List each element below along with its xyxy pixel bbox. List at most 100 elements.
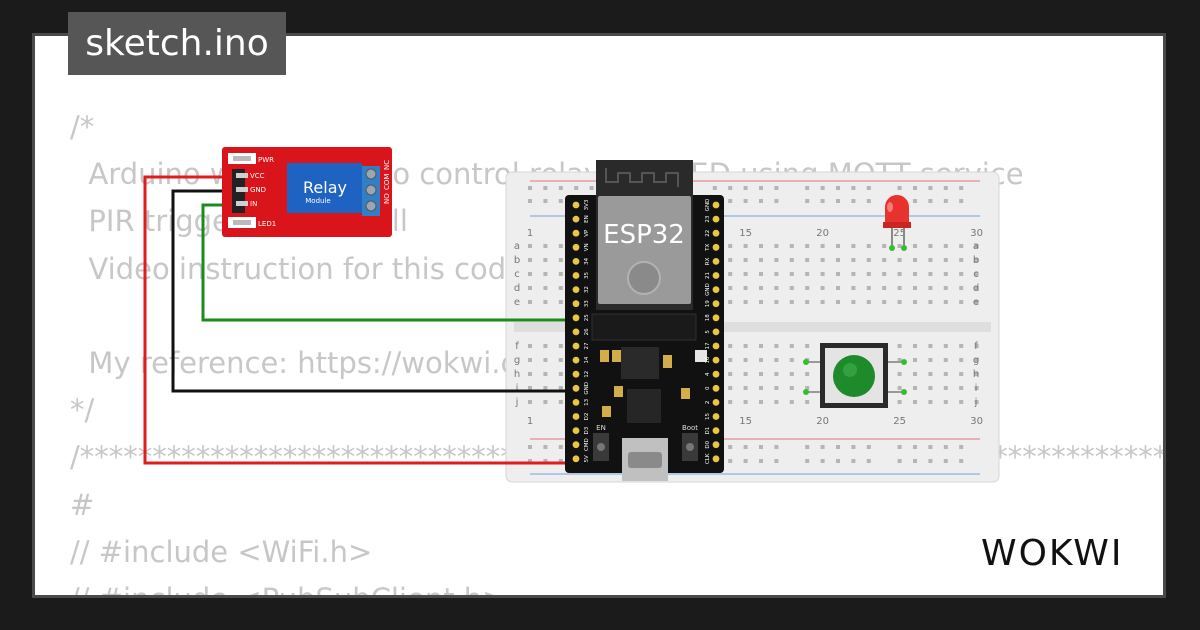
esp32-pin-hole[interactable] [712, 370, 720, 378]
rail-hole [851, 186, 856, 190]
rail-hole [528, 459, 532, 463]
breadboard-hole [882, 272, 887, 276]
relay-terminal-no: NO [383, 193, 391, 204]
esp32-pin-hole[interactable] [572, 286, 580, 293]
breadboard-row-label: e [973, 297, 979, 308]
rail-hole [851, 459, 856, 463]
breadboard-hole [974, 244, 979, 248]
esp32-pin-hole[interactable] [572, 314, 580, 322]
esp32-pin-label: 18 [705, 314, 711, 321]
breadboard-hole [728, 400, 733, 404]
esp32-pin-hole[interactable] [712, 342, 720, 350]
esp32-pin-hole[interactable] [712, 272, 720, 279]
esp32-pin-hole[interactable] [572, 441, 580, 449]
breadboard-hole [943, 372, 948, 376]
esp32-pin-hole[interactable] [712, 399, 720, 406]
esp32-pin-hole[interactable] [572, 258, 580, 265]
esp32-pin-label: 25 [584, 314, 590, 321]
esp32-pin-hole[interactable] [712, 229, 720, 237]
breadboard-row-label: a [514, 241, 520, 252]
breadboard-hole [959, 400, 964, 404]
breadboard-hole [943, 400, 948, 404]
led[interactable] [883, 195, 911, 251]
esp32-pin-hole[interactable] [712, 413, 720, 420]
breadboard-hole [759, 400, 763, 404]
esp32-board[interactable]: ESP32 EN Boot 3V3ENVPVN34353233252627141… [565, 160, 724, 481]
filename-tab[interactable]: sketch.ino [68, 12, 286, 75]
breadboard-column-number: 15 [739, 228, 752, 239]
esp32-pin-hole[interactable] [572, 413, 580, 420]
breadboard-hole [543, 386, 548, 390]
esp32-pin-hole[interactable] [712, 215, 720, 223]
esp32-pin-label: 4 [705, 372, 711, 376]
breadboard-hole [743, 358, 748, 362]
esp32-pin-label: CMD [584, 438, 590, 451]
breadboard-row-label: d [514, 283, 520, 294]
esp32-pin-hole[interactable] [572, 399, 580, 406]
rail-hole [728, 186, 733, 190]
code-line: # [70, 487, 95, 522]
breadboard-hole [528, 400, 532, 404]
wire-gnd[interactable] [171, 189, 576, 393]
esp32-pin-hole[interactable] [712, 243, 720, 251]
esp32-pin-hole[interactable] [712, 328, 720, 336]
breadboard-hole [897, 300, 902, 304]
breadboard-hole [959, 358, 964, 362]
esp32-pin-hole[interactable] [572, 272, 580, 279]
esp32-pin-hole[interactable] [572, 356, 580, 364]
esp32-pin-hole[interactable] [572, 455, 580, 463]
esp32-pin-hole[interactable] [712, 258, 720, 265]
rail-hole [913, 445, 917, 449]
esp32-pin-hole[interactable] [572, 384, 580, 392]
esp32-pin-label: 15 [705, 413, 711, 420]
rail-hole [866, 186, 871, 190]
esp32-pin-hole[interactable] [572, 342, 580, 350]
esp32-pin-hole[interactable] [572, 427, 580, 434]
breadboard-hole [943, 286, 948, 290]
esp32-pin-label: 33 [584, 300, 590, 307]
breadboard-hole [866, 286, 871, 290]
esp32-pin-hole[interactable] [712, 300, 720, 308]
esp32-pin-hole[interactable] [572, 370, 580, 378]
breadboard-hole [774, 372, 779, 376]
relay-pwr-label: PWR [258, 156, 274, 164]
breadboard-row-label: j [515, 397, 519, 408]
wire-vcc[interactable] [143, 175, 576, 465]
relay-module[interactable]: PWR LED1 VCC GND IN Relay Module NO COM … [222, 147, 392, 237]
esp32-pin-hole[interactable] [712, 384, 720, 392]
relay-subtitle: Module [305, 197, 330, 205]
esp32-pin-hole[interactable] [712, 286, 720, 293]
esp32-pin-hole[interactable] [572, 300, 580, 308]
esp32-pin-hole[interactable] [712, 427, 720, 434]
rail-hole [836, 459, 840, 463]
breadboard-hole [897, 244, 902, 248]
rail-hole [866, 445, 871, 449]
breadboard-hole [913, 272, 917, 276]
breadboard-hole [928, 244, 933, 248]
breadboard-hole [528, 244, 532, 248]
rail-hole [528, 445, 532, 449]
breadboard-row-label: i [516, 383, 519, 394]
breadboard-hole [774, 344, 779, 348]
breadboard-hole [851, 244, 856, 248]
rail-hole [820, 186, 825, 190]
esp32-pin-hole[interactable] [712, 356, 720, 364]
esp32-pin-hole[interactable] [572, 243, 580, 251]
rail-hole [959, 186, 964, 190]
rail-hole [959, 445, 964, 449]
breadboard-hole [558, 400, 563, 404]
esp32-pin-hole[interactable] [572, 328, 580, 336]
esp32-pin-label: 21 [705, 272, 711, 279]
esp32-pin-hole[interactable] [572, 229, 580, 237]
breadboard-row-label: f [974, 341, 978, 352]
pushbutton[interactable] [803, 343, 907, 408]
esp32-pin-hole[interactable] [572, 201, 580, 209]
esp32-pin-hole[interactable] [712, 455, 720, 463]
esp32-pin-hole[interactable] [572, 215, 580, 223]
esp32-pin-hole[interactable] [712, 441, 720, 449]
esp32-pin-hole[interactable] [712, 201, 720, 209]
esp32-pin-hole[interactable] [712, 314, 720, 322]
breadboard-hole [897, 272, 902, 276]
breadboard-hole [959, 300, 964, 304]
